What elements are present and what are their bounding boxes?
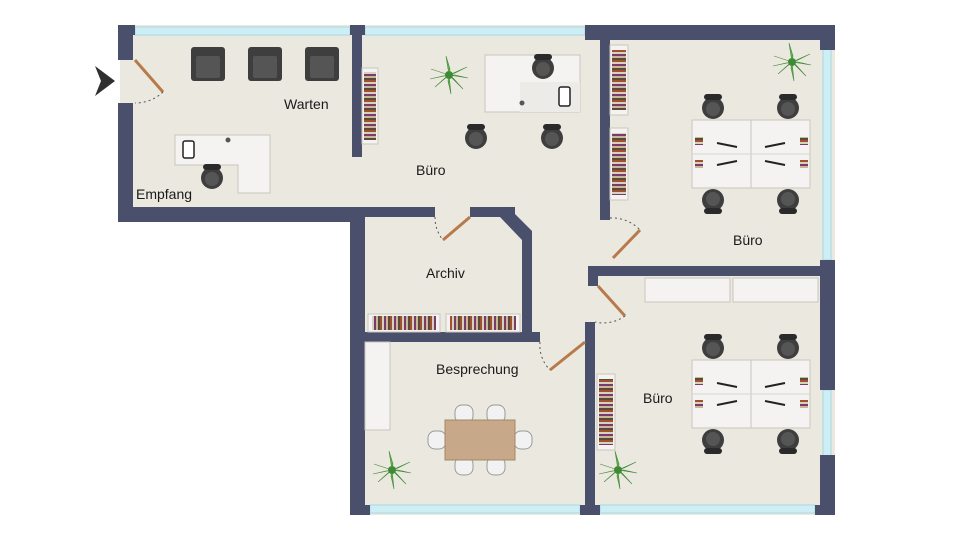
monitor-icon [182, 140, 195, 159]
room-label-buero-center: Büro [416, 162, 446, 178]
room-label-empfang: Empfang [136, 186, 192, 202]
meeting-room-furniture [364, 341, 533, 490]
entrance-arrow-icon [95, 66, 115, 96]
right-bottom-office-furniture [596, 277, 819, 490]
room-label-buero-right-bottom: Büro [643, 390, 673, 406]
entrance-door[interactable] [133, 59, 165, 104]
room-label-archiv: Archiv [426, 265, 465, 281]
walls [118, 25, 835, 515]
archive-shelves [367, 313, 521, 333]
room-label-buero-right-top: Büro [733, 232, 763, 248]
doors [133, 59, 642, 372]
waiting-armchairs [191, 47, 339, 81]
room-label-besprechung: Besprechung [436, 361, 519, 377]
buero-right-top-door[interactable] [609, 217, 642, 260]
reception-desk [174, 134, 271, 194]
archiv-door[interactable] [434, 215, 471, 242]
right-top-office-furniture [609, 42, 812, 214]
besprechung-door[interactable] [539, 340, 586, 372]
buero-right-bottom-door[interactable] [594, 284, 627, 324]
room-label-warten: Warten [284, 96, 329, 112]
monitor-icon [558, 86, 571, 107]
center-office-furniture [361, 54, 581, 149]
